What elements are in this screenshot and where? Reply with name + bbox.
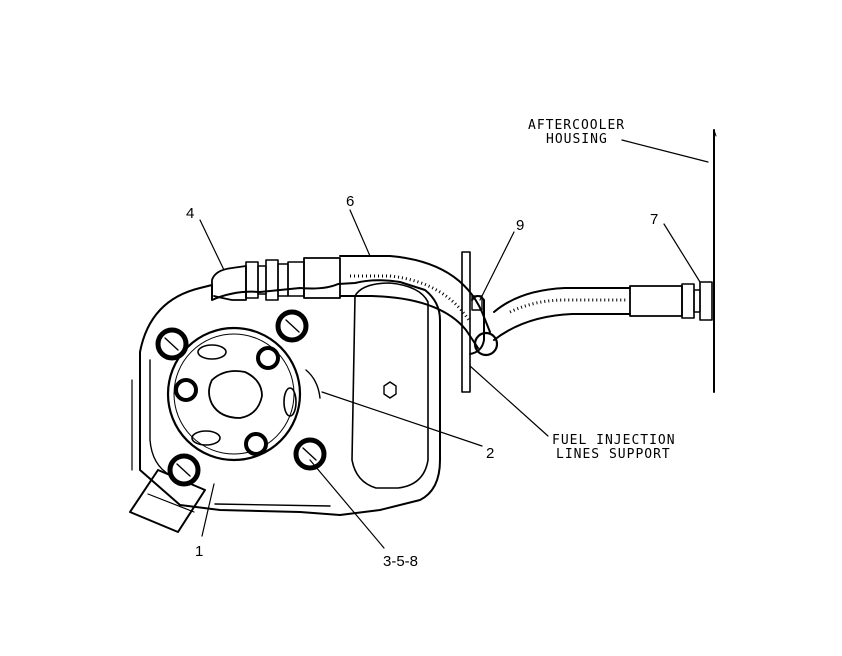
- flange-plate: [166, 326, 321, 462]
- pump-housing: [131, 279, 441, 516]
- fuel-support-label-line2: LINES SUPPORT: [556, 447, 671, 462]
- inlet-stub: [129, 469, 206, 533]
- mounting-bolts: [155, 309, 327, 487]
- callout-6: 6: [346, 193, 354, 210]
- callout-2: 2: [486, 445, 494, 462]
- hose-7: [493, 281, 713, 341]
- fuel-support-label-line1: FUEL INJECTION: [552, 433, 676, 448]
- callout-1: 1: [195, 543, 203, 560]
- callout-4: 4: [186, 205, 194, 222]
- aftercooler-label-line1: AFTERCOOLER: [528, 118, 625, 133]
- callout-3-5-8: 3-5-8: [383, 553, 418, 570]
- callout-9: 9: [516, 217, 524, 234]
- aftercooler-housing-wall: [713, 129, 717, 393]
- callout-7: 7: [650, 211, 658, 228]
- leader-lines: [199, 139, 709, 549]
- inner-bolts: [174, 346, 280, 456]
- elbow-fitting: [211, 257, 341, 301]
- aftercooler-label-line2: HOUSING: [546, 132, 608, 147]
- injection-lines-support: [461, 251, 499, 393]
- hose-6: [339, 255, 491, 349]
